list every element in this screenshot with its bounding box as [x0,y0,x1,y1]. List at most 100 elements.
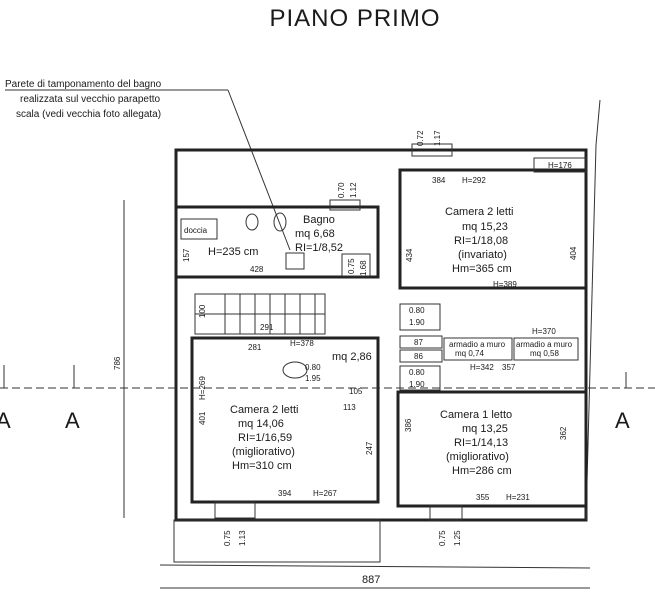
armadio-2-area: mq 0,58 [530,349,559,358]
bagno-window-a: 0.70 [337,182,346,198]
camera-top-h389: H=389 [493,280,517,289]
camera-bottom-401: 401 [198,411,207,425]
camera-1-h231: H=231 [506,493,530,502]
doccia-label: doccia [184,226,208,235]
inner-window [341,253,371,277]
armadio-2 [513,337,579,361]
camera-top-384: 384 [432,176,446,185]
dis-0-80: 0.80 [305,363,321,372]
camera-top-h292: H=292 [462,176,486,185]
dis-h378: H=378 [290,339,314,348]
door2-b: 1.90 [409,380,425,389]
camera-bottom-area: mq 14,06 [238,418,284,430]
stairs-dim-100: 100 [198,304,207,318]
top-window-a: 0.72 [416,130,425,146]
section-mark-far-left: A [0,408,11,433]
inner-window-a: 0.75 [347,258,356,274]
camera-top-h176: H=176 [548,161,572,170]
camera-top-404: 404 [569,246,578,260]
sink-icon [285,252,305,270]
bottom-ground-line [159,564,591,569]
dis-area: mq 2,86 [332,351,372,363]
camera-1-label: Camera 1 letto [440,409,512,421]
toilet-icon [273,212,287,232]
bagno-ri: RI=1/8,52 [295,242,343,254]
bagno-dim-157: 157 [182,248,191,262]
dis-1-95: 1.95 [305,374,321,383]
camera-top-area: mq 15,23 [462,221,508,233]
camera-bottom-h269: H=269 [198,376,207,400]
camera-top-434: 434 [405,248,414,262]
doccia-box [180,218,218,240]
box-87-label: 87 [414,338,423,347]
dim-786: 786 [113,356,122,370]
bagno-walls [174,205,380,279]
top-right-ext [595,99,601,146]
camera-top-walls [398,168,588,290]
box-86 [399,349,443,363]
camera-top-label: Camera 2 letti [445,206,513,218]
section-mark-right: A [615,408,630,433]
camera-1-386: 386 [404,418,413,432]
dis-door [282,361,308,379]
door2-a: 0.80 [409,368,425,377]
dis-281: 281 [248,343,262,352]
br-window-a: 0.75 [438,530,447,546]
camera-1-state: (migliorativo) [446,451,509,463]
note-line-3: scala (vedi vecchia foto allegata) [16,109,161,120]
camera-1-area: mq 13,25 [462,423,508,435]
plan-title: PIANO PRIMO [269,5,440,32]
bagno-window [329,199,361,211]
camera-bottom-h267: H=267 [313,489,337,498]
inner-window-b: 1.68 [359,260,368,276]
armadio-2-label: armadio a muro [516,340,573,349]
bottom-right-window [429,505,463,521]
camera-1-355: 355 [476,493,490,502]
bagno-area: mq 6,68 [295,228,335,240]
camera-top-hm: Hm=365 cm [452,263,512,275]
armadio-1-area: mq 0,74 [455,349,484,358]
bl-window-a: 0.75 [223,530,232,546]
note-line-2: realizzata sul vecchio parapetto [20,94,161,105]
bottom-left-window [214,501,256,519]
bagno-label: Bagno [303,214,335,226]
armadio-1 [443,337,513,361]
note-arrow [227,89,291,251]
camera-bottom-394: 394 [278,489,292,498]
top-window [411,143,453,157]
camera-bottom-walls [190,336,380,504]
dim-887: 887 [362,574,380,586]
camera-top-state: (invariato) [458,249,507,261]
door-top [399,303,441,331]
bl-window-b: 1.13 [238,530,247,546]
section-mark-left: A [65,408,80,433]
bagno-dim-428: 428 [250,265,264,274]
armadi-h342: H=342 [470,363,494,372]
camera-bottom-state: (migliorativo) [232,446,295,458]
camera-1-362: 362 [559,426,568,440]
camera-top-corner [533,157,587,173]
box-86-label: 86 [414,352,423,361]
box-87 [399,335,443,349]
top-window-b: 1.17 [433,130,442,146]
camera-bottom-247: 247 [365,441,374,455]
camera-1-ri: RI=1/14,13 [454,437,508,449]
door-bottom [399,365,441,391]
door1-b: 1.90 [409,318,425,327]
armadi-h370: H=370 [532,327,556,336]
camera-bottom-label: Camera 2 letti [230,404,298,416]
right-ext-wall [585,144,597,521]
bidet-icon [245,213,259,231]
bottom-terrace [173,519,381,563]
dis-113: 113 [343,403,356,412]
outer-wall [174,148,588,522]
stairs-dim-291: 291 [260,323,274,332]
camera-bottom-hm: Hm=310 cm [232,460,292,472]
camera-1-walls [396,390,588,508]
note-line-1: Parete di tamponamento del bagno [5,79,162,90]
br-window-b: 1.25 [453,530,462,546]
stairs-steps [195,294,325,334]
armadi-357: 357 [502,363,516,372]
bagno-height: H=235 cm [208,246,258,258]
